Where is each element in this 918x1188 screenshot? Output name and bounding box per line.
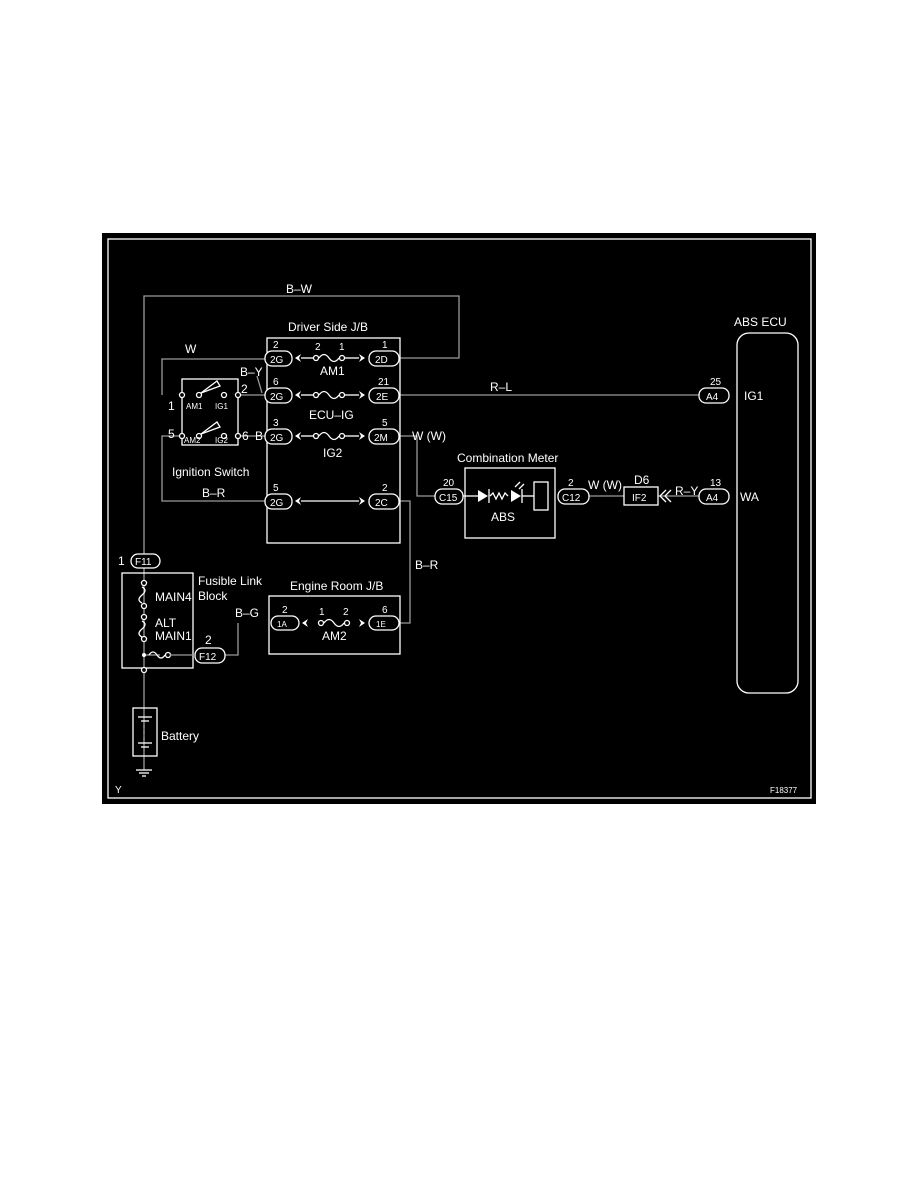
svg-text:B–R: B–R: [415, 558, 439, 572]
svg-text:MAIN1: MAIN1: [155, 629, 192, 643]
wire-labels: B–W W B–Y B B–R B–R B–G R–L W (W) W (W) …: [185, 282, 698, 620]
abs-ecu: ABS ECU A4 25 IG1 A4 13 WA: [698, 315, 799, 694]
svg-text:Combination Meter: Combination Meter: [457, 451, 558, 465]
svg-text:3: 3: [273, 418, 279, 429]
svg-text:ALT: ALT: [155, 616, 177, 630]
svg-text:D6: D6: [634, 473, 650, 487]
svg-text:13: 13: [710, 478, 722, 489]
svg-text:6: 6: [273, 377, 279, 388]
svg-text:2M: 2M: [374, 433, 388, 444]
svg-text:IG1: IG1: [215, 402, 228, 411]
jb-pass-through: 2G 5 2C 2: [264, 483, 400, 510]
svg-text:A4: A4: [706, 493, 719, 504]
svg-text:AM1: AM1: [186, 402, 203, 411]
svg-text:2G: 2G: [270, 355, 284, 366]
svg-text:W (W): W (W): [412, 429, 446, 443]
battery: Battery: [132, 707, 199, 757]
svg-text:F11: F11: [135, 557, 152, 568]
svg-text:Block: Block: [198, 589, 228, 603]
svg-text:W (W): W (W): [588, 478, 622, 492]
svg-text:2: 2: [568, 478, 574, 489]
svg-text:25: 25: [710, 377, 722, 388]
svg-text:2: 2: [282, 605, 288, 616]
svg-text:20: 20: [443, 478, 455, 489]
wires: [143, 295, 699, 770]
svg-text:1: 1: [382, 340, 388, 351]
svg-text:1: 1: [168, 399, 175, 413]
svg-text:1: 1: [319, 607, 325, 618]
connector-if2: IF2 D6: [623, 473, 672, 506]
fuse-am1: 2G 2 2 1 AM1 2D 1: [264, 340, 400, 378]
wiring-diagram: Driver Side J/B 2G 2 2 1 AM1 2D 1 2G 6 E…: [102, 233, 816, 804]
fuse-ecu-ig: 2G 6 ECU–IG 2E 21: [264, 377, 400, 422]
svg-text:2: 2: [205, 633, 212, 647]
svg-text:2D: 2D: [375, 355, 388, 366]
svg-text:B: B: [255, 429, 263, 443]
diagram-frame: [107, 238, 812, 799]
svg-text:Battery: Battery: [161, 729, 199, 743]
combination-meter: Combination Meter C15 20 ABS C12 2: [434, 451, 590, 539]
corner-mark: Y: [115, 785, 122, 796]
svg-text:2: 2: [343, 607, 349, 618]
svg-text:A4: A4: [706, 392, 719, 403]
svg-text:MAIN4: MAIN4: [155, 590, 192, 604]
svg-text:Engine Room J/B: Engine Room J/B: [290, 579, 383, 593]
svg-text:2G: 2G: [270, 498, 284, 509]
svg-text:2G: 2G: [270, 392, 284, 403]
svg-text:2G: 2G: [270, 433, 284, 444]
svg-text:ABS: ABS: [491, 510, 515, 524]
svg-text:1A: 1A: [277, 620, 287, 629]
svg-text:1: 1: [339, 342, 345, 353]
svg-text:ABS ECU: ABS ECU: [734, 315, 787, 329]
svg-text:C15: C15: [439, 493, 458, 504]
svg-text:21: 21: [378, 377, 390, 388]
svg-text:Fusible Link: Fusible Link: [198, 574, 263, 588]
figure-id: F18377: [770, 786, 798, 795]
svg-text:AM2: AM2: [322, 629, 347, 643]
svg-text:5: 5: [273, 483, 279, 494]
svg-text:2C: 2C: [375, 498, 388, 509]
svg-text:C12: C12: [562, 493, 581, 504]
svg-text:2: 2: [315, 342, 321, 353]
svg-text:2E: 2E: [376, 392, 389, 403]
svg-text:B–G: B–G: [235, 606, 259, 620]
svg-text:5: 5: [382, 418, 388, 429]
svg-text:R–L: R–L: [490, 380, 512, 394]
svg-text:WA: WA: [740, 490, 759, 504]
svg-text:6: 6: [242, 429, 249, 443]
engine-room-jb: Engine Room J/B 1A 2 1 2 AM2 1E 6: [268, 579, 401, 655]
svg-text:IF2: IF2: [632, 493, 647, 504]
ignition-switch: AM1 IG1 AM2 IG2 1 2 5 6 Ignition Switch: [168, 378, 249, 479]
svg-text:B–Y: B–Y: [240, 365, 263, 379]
ground-icon: [136, 769, 152, 777]
svg-text:2: 2: [382, 483, 388, 494]
svg-text:R–Y: R–Y: [675, 484, 698, 498]
svg-text:2: 2: [273, 340, 279, 351]
svg-text:F12: F12: [199, 652, 217, 663]
svg-text:6: 6: [382, 605, 388, 616]
svg-text:2: 2: [241, 382, 248, 396]
svg-text:AM2: AM2: [184, 436, 201, 445]
svg-text:1: 1: [118, 554, 125, 568]
svg-text:W: W: [185, 342, 197, 356]
fuse-ig2: 2G 3 IG2 2M 5: [264, 418, 400, 460]
svg-text:AM1: AM1: [320, 364, 345, 378]
fusible-link-block: F11 1 MAIN4 ALT MAIN1 Fusible Link Block…: [118, 553, 263, 674]
svg-text:IG2: IG2: [215, 436, 228, 445]
svg-text:ECU–IG: ECU–IG: [309, 408, 354, 422]
svg-text:IG1: IG1: [744, 389, 764, 403]
svg-text:1E: 1E: [376, 620, 386, 629]
svg-text:B–R: B–R: [202, 486, 226, 500]
svg-text:IG2: IG2: [323, 446, 343, 460]
svg-text:Ignition Switch: Ignition Switch: [172, 465, 249, 479]
svg-text:Driver Side J/B: Driver Side J/B: [288, 320, 368, 334]
svg-text:5: 5: [168, 427, 175, 441]
svg-text:B–W: B–W: [286, 282, 313, 296]
